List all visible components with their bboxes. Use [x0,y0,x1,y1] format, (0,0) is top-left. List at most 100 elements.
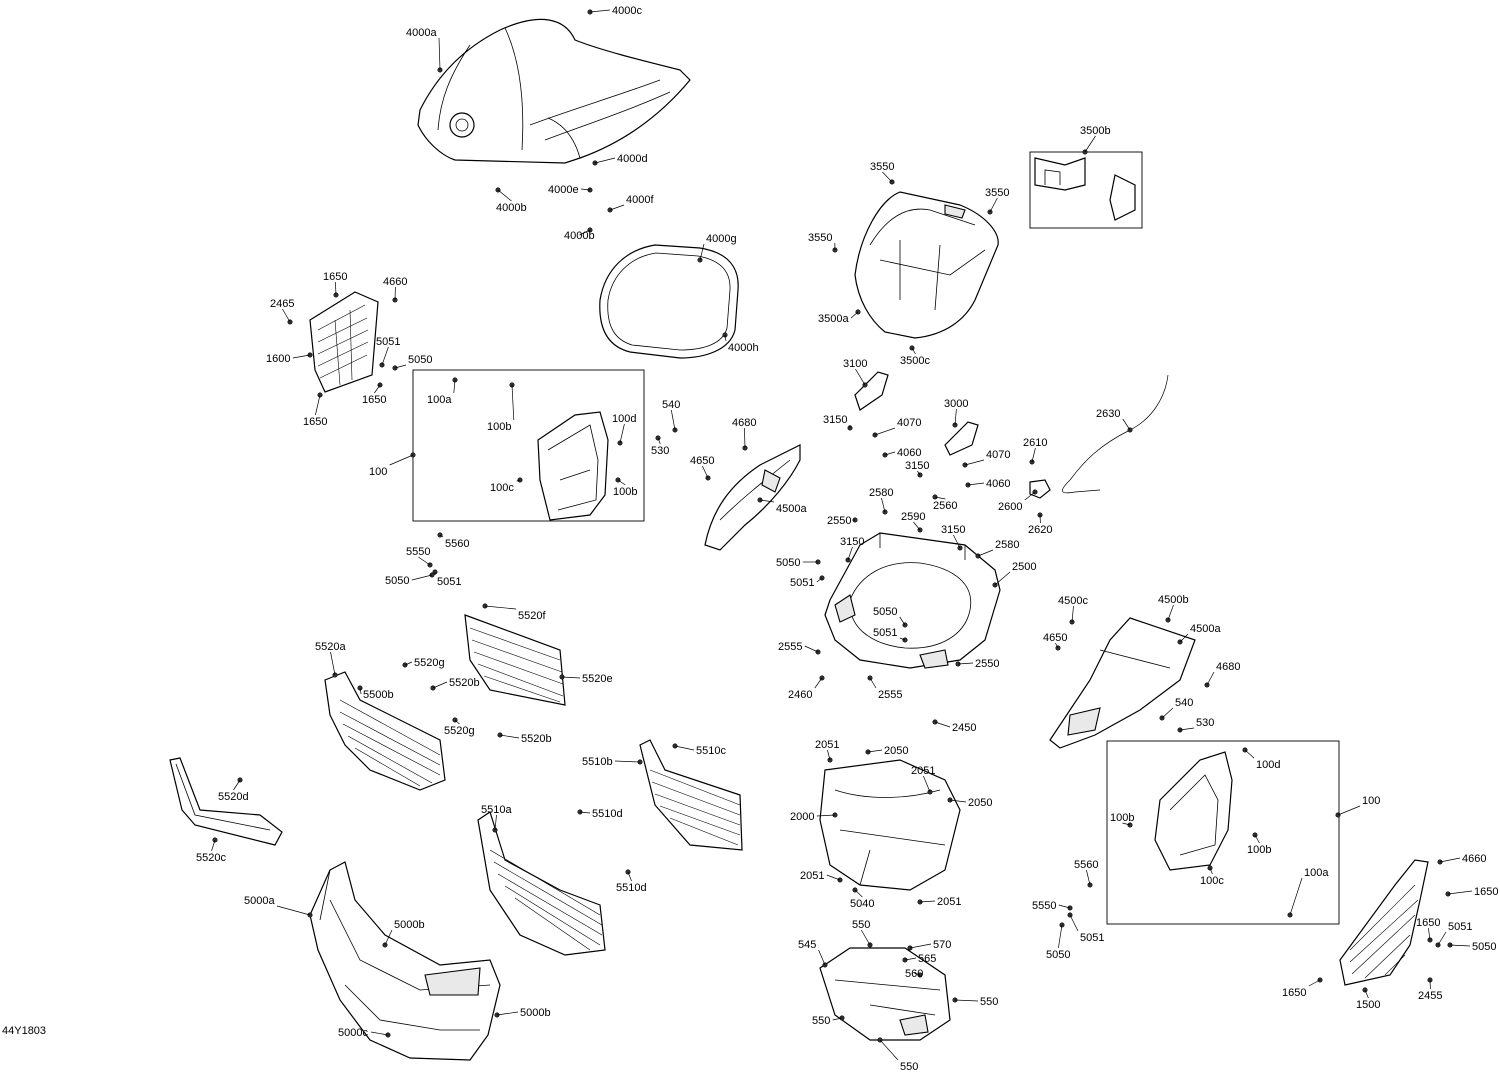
callout-label: 5051 [1080,932,1104,944]
detail-box-100-right [1106,740,1340,925]
callout-label: 5510b [582,756,613,768]
callout-label: 5520c [196,852,226,864]
leader-line [967,482,985,486]
leader-line [1206,671,1215,686]
callout-label: 540 [662,399,680,411]
leader-line [1071,605,1074,623]
detail-box-3500b [1029,151,1143,229]
callout-label: 100a [1304,867,1329,879]
leader-line [869,677,877,689]
callout-label: 5051 [1448,921,1472,933]
leader-line [1437,931,1447,946]
callout-label: 1650 [303,416,327,428]
callout-label: 5051 [437,576,461,588]
callout-label: 3500a [818,313,849,325]
leader-line [315,394,321,416]
leader-line [1069,914,1079,932]
callout-label: 1600 [266,353,290,365]
leader-line [674,745,695,751]
leader-line [1167,604,1174,621]
callout-label: 3150 [823,414,847,426]
callout-label: 2600 [998,501,1022,513]
leader-line [702,465,709,479]
leader-line [211,839,216,852]
leader-line [516,479,521,482]
leader-line [994,571,1011,586]
leader-line [1337,805,1361,816]
callout-label: 2000 [790,811,814,823]
callout-label: 2051 [937,896,961,908]
callout-label: 3100 [843,358,867,370]
leader-line [1428,927,1431,941]
callout-label: 100d [1256,759,1280,771]
callout-label: 2500 [1012,561,1036,573]
part-top-cover [417,18,691,164]
callout-label: 4500c [1058,595,1088,607]
callout-label: 4000f [626,194,654,206]
part-storage-bin [854,191,999,339]
leader-line [370,1031,389,1036]
leader-line [827,749,831,761]
leader-line [670,409,676,431]
callout-label: 2550 [975,658,999,670]
callout-label: 2630 [1096,408,1120,420]
callout-label: 2051 [911,765,935,777]
leader-line [1209,867,1213,875]
callout-label: 530 [1196,717,1214,729]
leader-line [1254,834,1260,844]
callout-label: 4680 [1216,661,1240,673]
leader-line [411,574,433,581]
leader-line [1086,869,1091,886]
callout-label: 5040 [850,898,874,910]
leader-line [1084,135,1096,153]
callout-label: 4660 [383,276,407,288]
leader-line [594,157,616,164]
leader-line [438,37,441,71]
callout-label: 3150 [905,460,929,472]
leader-line [619,423,625,444]
leader-line [589,9,611,13]
callout-label: 5520a [315,641,346,653]
callout-label: 3550 [985,187,1009,199]
callout-label: 5510c [696,745,726,757]
fasteners [212,9,1453,1043]
leader-line [484,605,517,610]
part-seal-ring [599,244,739,359]
callout-label: 2555 [778,641,802,653]
callout-label: 4680 [732,417,756,429]
part-grilles-5520 [169,614,566,846]
callout-label: 5050 [408,354,432,366]
callout-label: 5550 [406,546,430,558]
callout-label: 550 [852,919,870,931]
callout-label: 4000a [406,27,437,39]
callout-label: 5520f [518,610,546,622]
callout-label: 3150 [840,536,864,548]
callout-label: 5000b [394,919,425,931]
leader-line [850,311,859,319]
leader-line [914,972,921,976]
callout-label: 5520g [444,725,475,737]
part-grille-1600 [309,291,379,393]
leader-line [381,346,389,366]
part-side-panel-left [704,444,801,551]
leader-line [867,749,883,753]
leader-line [359,687,362,695]
callout-label: 5051 [376,336,400,348]
leader-line [496,1011,519,1016]
leader-line [816,577,823,583]
callout-label: 5510d [616,882,647,894]
callout-label: 100c [1200,875,1224,887]
leader-line [826,874,841,881]
callout-label: 530 [651,445,669,457]
leader-line [814,677,823,689]
leader-line [1122,418,1131,431]
leader-line [330,651,336,676]
leader-line [1439,857,1461,863]
callout-label: 100b [613,486,637,498]
callout-label: 2460 [788,689,812,701]
callout-label: 5050 [385,575,409,587]
callout-label: 550 [812,1015,830,1027]
callout-label: 2051 [815,739,839,751]
callout-label: 1650 [1474,886,1498,898]
